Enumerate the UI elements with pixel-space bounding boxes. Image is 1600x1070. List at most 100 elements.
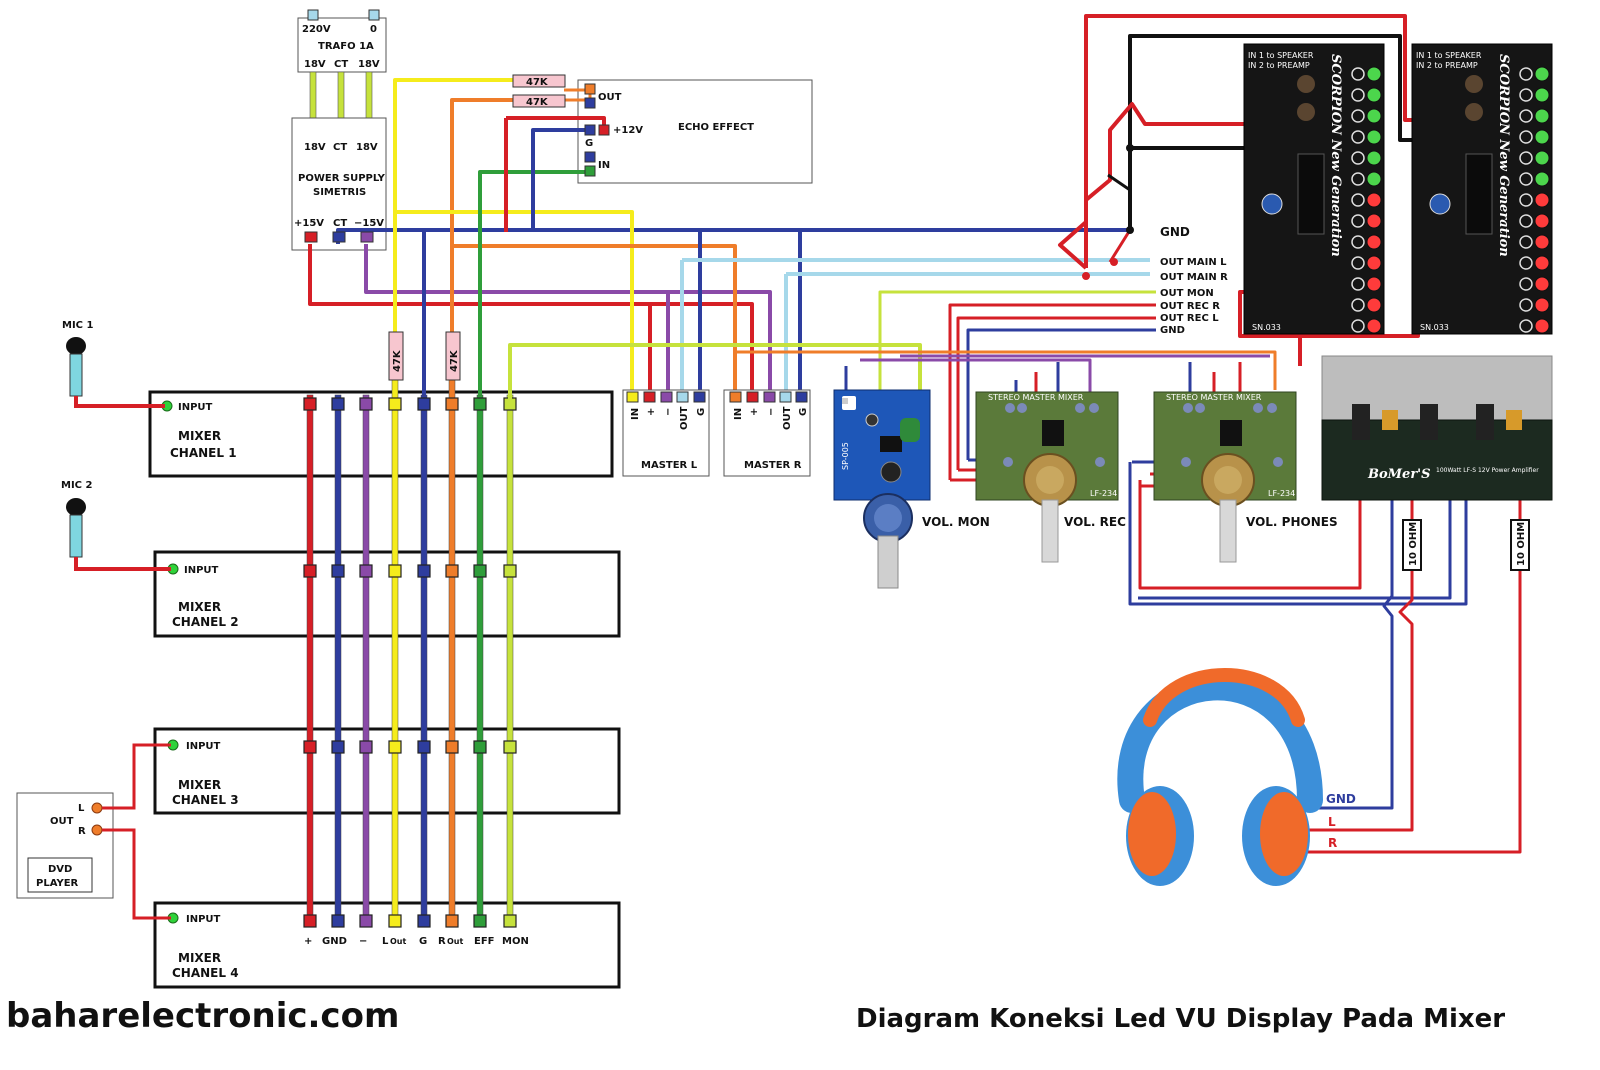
- bus-rout-pin-2: [445, 564, 459, 578]
- amp-brand: BoMer'S: [1367, 467, 1431, 482]
- master-l-pin-g: G: [696, 408, 707, 416]
- echo-supply-label: +12V: [613, 125, 643, 136]
- master-r-name: MASTER R: [744, 460, 802, 471]
- vu-board-1-led-2: [1366, 87, 1382, 103]
- bus-gnd-pin-4: [331, 914, 345, 928]
- bus-label-l: L: [382, 936, 389, 947]
- bus-mon-pin-3: [503, 740, 517, 754]
- bus-eff: [476, 394, 484, 926]
- bus-label-lout: Out: [390, 937, 406, 946]
- vol-rec-board-title: STEREO MASTER MIXER: [988, 393, 1084, 402]
- dvd-name-2: PLAYER: [36, 878, 79, 889]
- bus-labels: + GND − L Out G R Out EFF MON: [304, 936, 529, 947]
- output-resistors: 10 OHM 10 OHM: [1402, 519, 1530, 571]
- headphone-r-label: R: [1328, 836, 1337, 850]
- bus-label-g: G: [419, 936, 427, 947]
- transformer: 220V 0 TRAFO 1A 18V CT 18V: [297, 9, 387, 135]
- echo-resistors: 47K 47K: [512, 74, 566, 108]
- vu-board-2-led-12: [1534, 297, 1550, 313]
- vu-board-1-led-11: [1366, 276, 1382, 292]
- dvd-out-label: OUT: [50, 816, 74, 827]
- mixer-2-input: INPUT: [184, 565, 219, 576]
- mixer-3-input: INPUT: [186, 741, 221, 752]
- vu-board-2-led-11: [1534, 276, 1550, 292]
- echo-g-label: G: [585, 138, 593, 149]
- mic-2: MIC 2: [61, 480, 171, 571]
- master-r-pin-out: OUT: [782, 406, 793, 430]
- vu-board-2-led-8: [1534, 213, 1550, 229]
- mixer-3-name-1: MIXER: [178, 778, 221, 792]
- trafo-name: TRAFO 1A: [318, 41, 374, 52]
- master-l-pin-minus: −: [663, 408, 674, 416]
- vu-board-1-led-1: [1366, 66, 1382, 82]
- bus-label-rout: Out: [447, 937, 463, 946]
- vu-board-1-led-7: [1366, 192, 1382, 208]
- dvd-r-label: R: [78, 826, 86, 837]
- vu-board-1-led-6: [1366, 171, 1382, 187]
- vu-board-1-brand: SCORPION New Generation: [1328, 54, 1343, 257]
- resistor-10ohm-2: 10 OHM: [1516, 522, 1527, 566]
- mic-1: MIC 1: [62, 320, 165, 408]
- bus-gnd-pin-3: [331, 740, 345, 754]
- bus-eff-pin-3: [473, 740, 487, 754]
- bus-g-pin-3: [417, 740, 431, 754]
- vol-mon-label: VOL. MON: [922, 515, 990, 529]
- dvd-l-label: L: [78, 803, 85, 814]
- output-labels: GND OUT MAIN L OUT MAIN R OUT MON OUT RE…: [1160, 225, 1228, 336]
- master-r-pin-in: IN: [733, 408, 744, 420]
- bus-g-pin-1: [417, 397, 431, 411]
- master-r-pin-plus: +: [749, 408, 760, 416]
- vu-board-2-led-10: [1534, 255, 1550, 271]
- master-l-name: MASTER L: [641, 460, 698, 471]
- vu-board-2-note-2: IN 2 to PREAMP: [1416, 61, 1478, 70]
- trafo-out-1: 18V: [304, 59, 326, 70]
- master-r-pin-minus: −: [766, 408, 777, 416]
- mic-2-label: MIC 2: [61, 480, 92, 491]
- vol-rec-board: STEREO MASTER MIXER LF-234 VOL. REC: [975, 391, 1126, 563]
- bus-gnd: [334, 394, 342, 926]
- output-mon: OUT MON: [1160, 288, 1214, 299]
- stereo-mixer-boards: STEREO MASTER MIXER LF-234 VOL. REC STER…: [975, 391, 1338, 563]
- dvd-name-1: DVD: [48, 864, 72, 875]
- vu-board-1-led-10: [1366, 255, 1382, 271]
- mixer-1-name-1: MIXER: [178, 429, 221, 443]
- bus-g-pin-4: [417, 914, 431, 928]
- psu-in-1: 18V: [304, 142, 326, 153]
- psu-pins: [304, 231, 374, 243]
- mixer-4-name-2: CHANEL 4: [172, 966, 239, 980]
- bus-plus-pin-3: [303, 740, 317, 754]
- vol-rec-label: VOL. REC: [1064, 515, 1126, 529]
- bus-eff-pin-1: [473, 397, 487, 411]
- vu-board-2-led-13: [1534, 318, 1550, 334]
- bus-lout-pin-4: [388, 914, 402, 928]
- vu-board-1-note-1: IN 1 to SPEAKER: [1248, 51, 1314, 60]
- bus-minus-pin-1: [359, 397, 373, 411]
- vu-board-1-led-8: [1366, 213, 1382, 229]
- echo-in-label: IN: [598, 160, 610, 171]
- output-gnd-2: GND: [1160, 325, 1185, 336]
- bus-label-mon: MON: [502, 936, 529, 947]
- bus-label-r: R: [438, 936, 446, 947]
- master-r-pin-g: G: [798, 408, 809, 416]
- bus-gnd-pin-2: [331, 564, 345, 578]
- bus-plus-pin-1: [303, 397, 317, 411]
- bus-lout-pin-2: [388, 564, 402, 578]
- echo-resistor-2: 47K: [526, 97, 549, 108]
- master-l-pin-out: OUT: [679, 406, 690, 430]
- bus-lout-pin-1: [388, 397, 402, 411]
- vu-board-1-note-2: IN 2 to PREAMP: [1248, 61, 1310, 70]
- bus-lout-pin-3: [388, 740, 402, 754]
- psu-out-3: −15V: [354, 218, 384, 229]
- bus-rout: [448, 379, 456, 926]
- vu-board-1-led-4: [1366, 129, 1382, 145]
- bus-label-gnd: GND: [322, 936, 347, 947]
- echo-resistor-1: 47K: [526, 77, 549, 88]
- bus-gnd-pin-1: [331, 397, 345, 411]
- bus-eff-pin-2: [473, 564, 487, 578]
- bus-minus-pin-4: [359, 914, 373, 928]
- bus-mon-pin-2: [503, 564, 517, 578]
